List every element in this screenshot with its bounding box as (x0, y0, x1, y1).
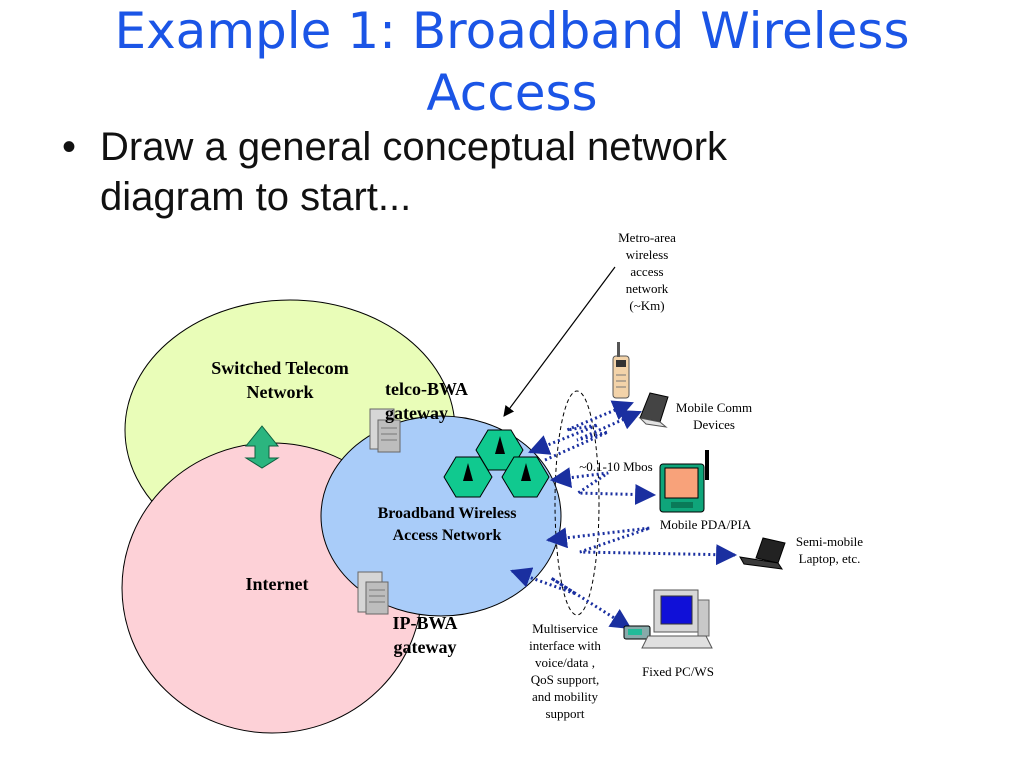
bullet-point: • Draw a general conceptual network diag… (62, 122, 862, 222)
telecom-internet-link-icon (244, 425, 280, 469)
fixed-pc-label: Fixed PC/WS (642, 664, 714, 679)
telco-gateway-server-icon (369, 408, 401, 453)
base-station-icon (475, 429, 524, 471)
slide-title-text: Example 1: Broadband Wireless Access (114, 2, 910, 122)
laptop-label: Semi-mobile Laptop, etc. (795, 534, 864, 566)
metro-area-label: Metro-area wireless access network (~Km) (618, 230, 676, 313)
laptop-icon (739, 537, 786, 570)
desktop-pc-icon (641, 589, 713, 649)
pda-label: Mobile PDA/PIA (659, 517, 752, 532)
base-station-icon (501, 456, 550, 498)
telco-gateway-label: telco-BWA gateway (385, 379, 468, 423)
base-station-icon (443, 456, 493, 498)
link-to-pda (549, 467, 657, 505)
slide-title: Example 1: Broadband Wireless Access (0, 0, 1024, 124)
bullet-marker: • (62, 125, 77, 169)
pda-icon (659, 450, 709, 513)
ip-gateway-label: IP-BWA gateway (392, 613, 458, 657)
bullet-text: Draw a general conceptual network diagra… (100, 125, 728, 219)
wireless-links (510, 400, 738, 630)
link-to-mobile-comm (544, 410, 642, 462)
ip-gateway-server-icon (357, 571, 389, 615)
modem-icon (623, 625, 651, 640)
metro-area-pointer (503, 266, 616, 417)
mobile-phone-icon (612, 342, 630, 399)
handheld-device-icon (638, 392, 669, 428)
mobile-comm-label: Mobile Comm Devices (675, 400, 753, 432)
data-rate-label: ~0.1-10 Mbos (579, 459, 653, 474)
bwa-network-label: Broadband Wireless Access Network (377, 505, 517, 544)
internet-label: Internet (245, 574, 309, 594)
telecom-network-label: Switched Telecom Network (211, 358, 349, 402)
multiservice-label: Multiservice interface with voice/data ,… (529, 621, 601, 721)
link-to-mobile-phone (528, 400, 634, 455)
link-to-laptop (545, 526, 738, 566)
